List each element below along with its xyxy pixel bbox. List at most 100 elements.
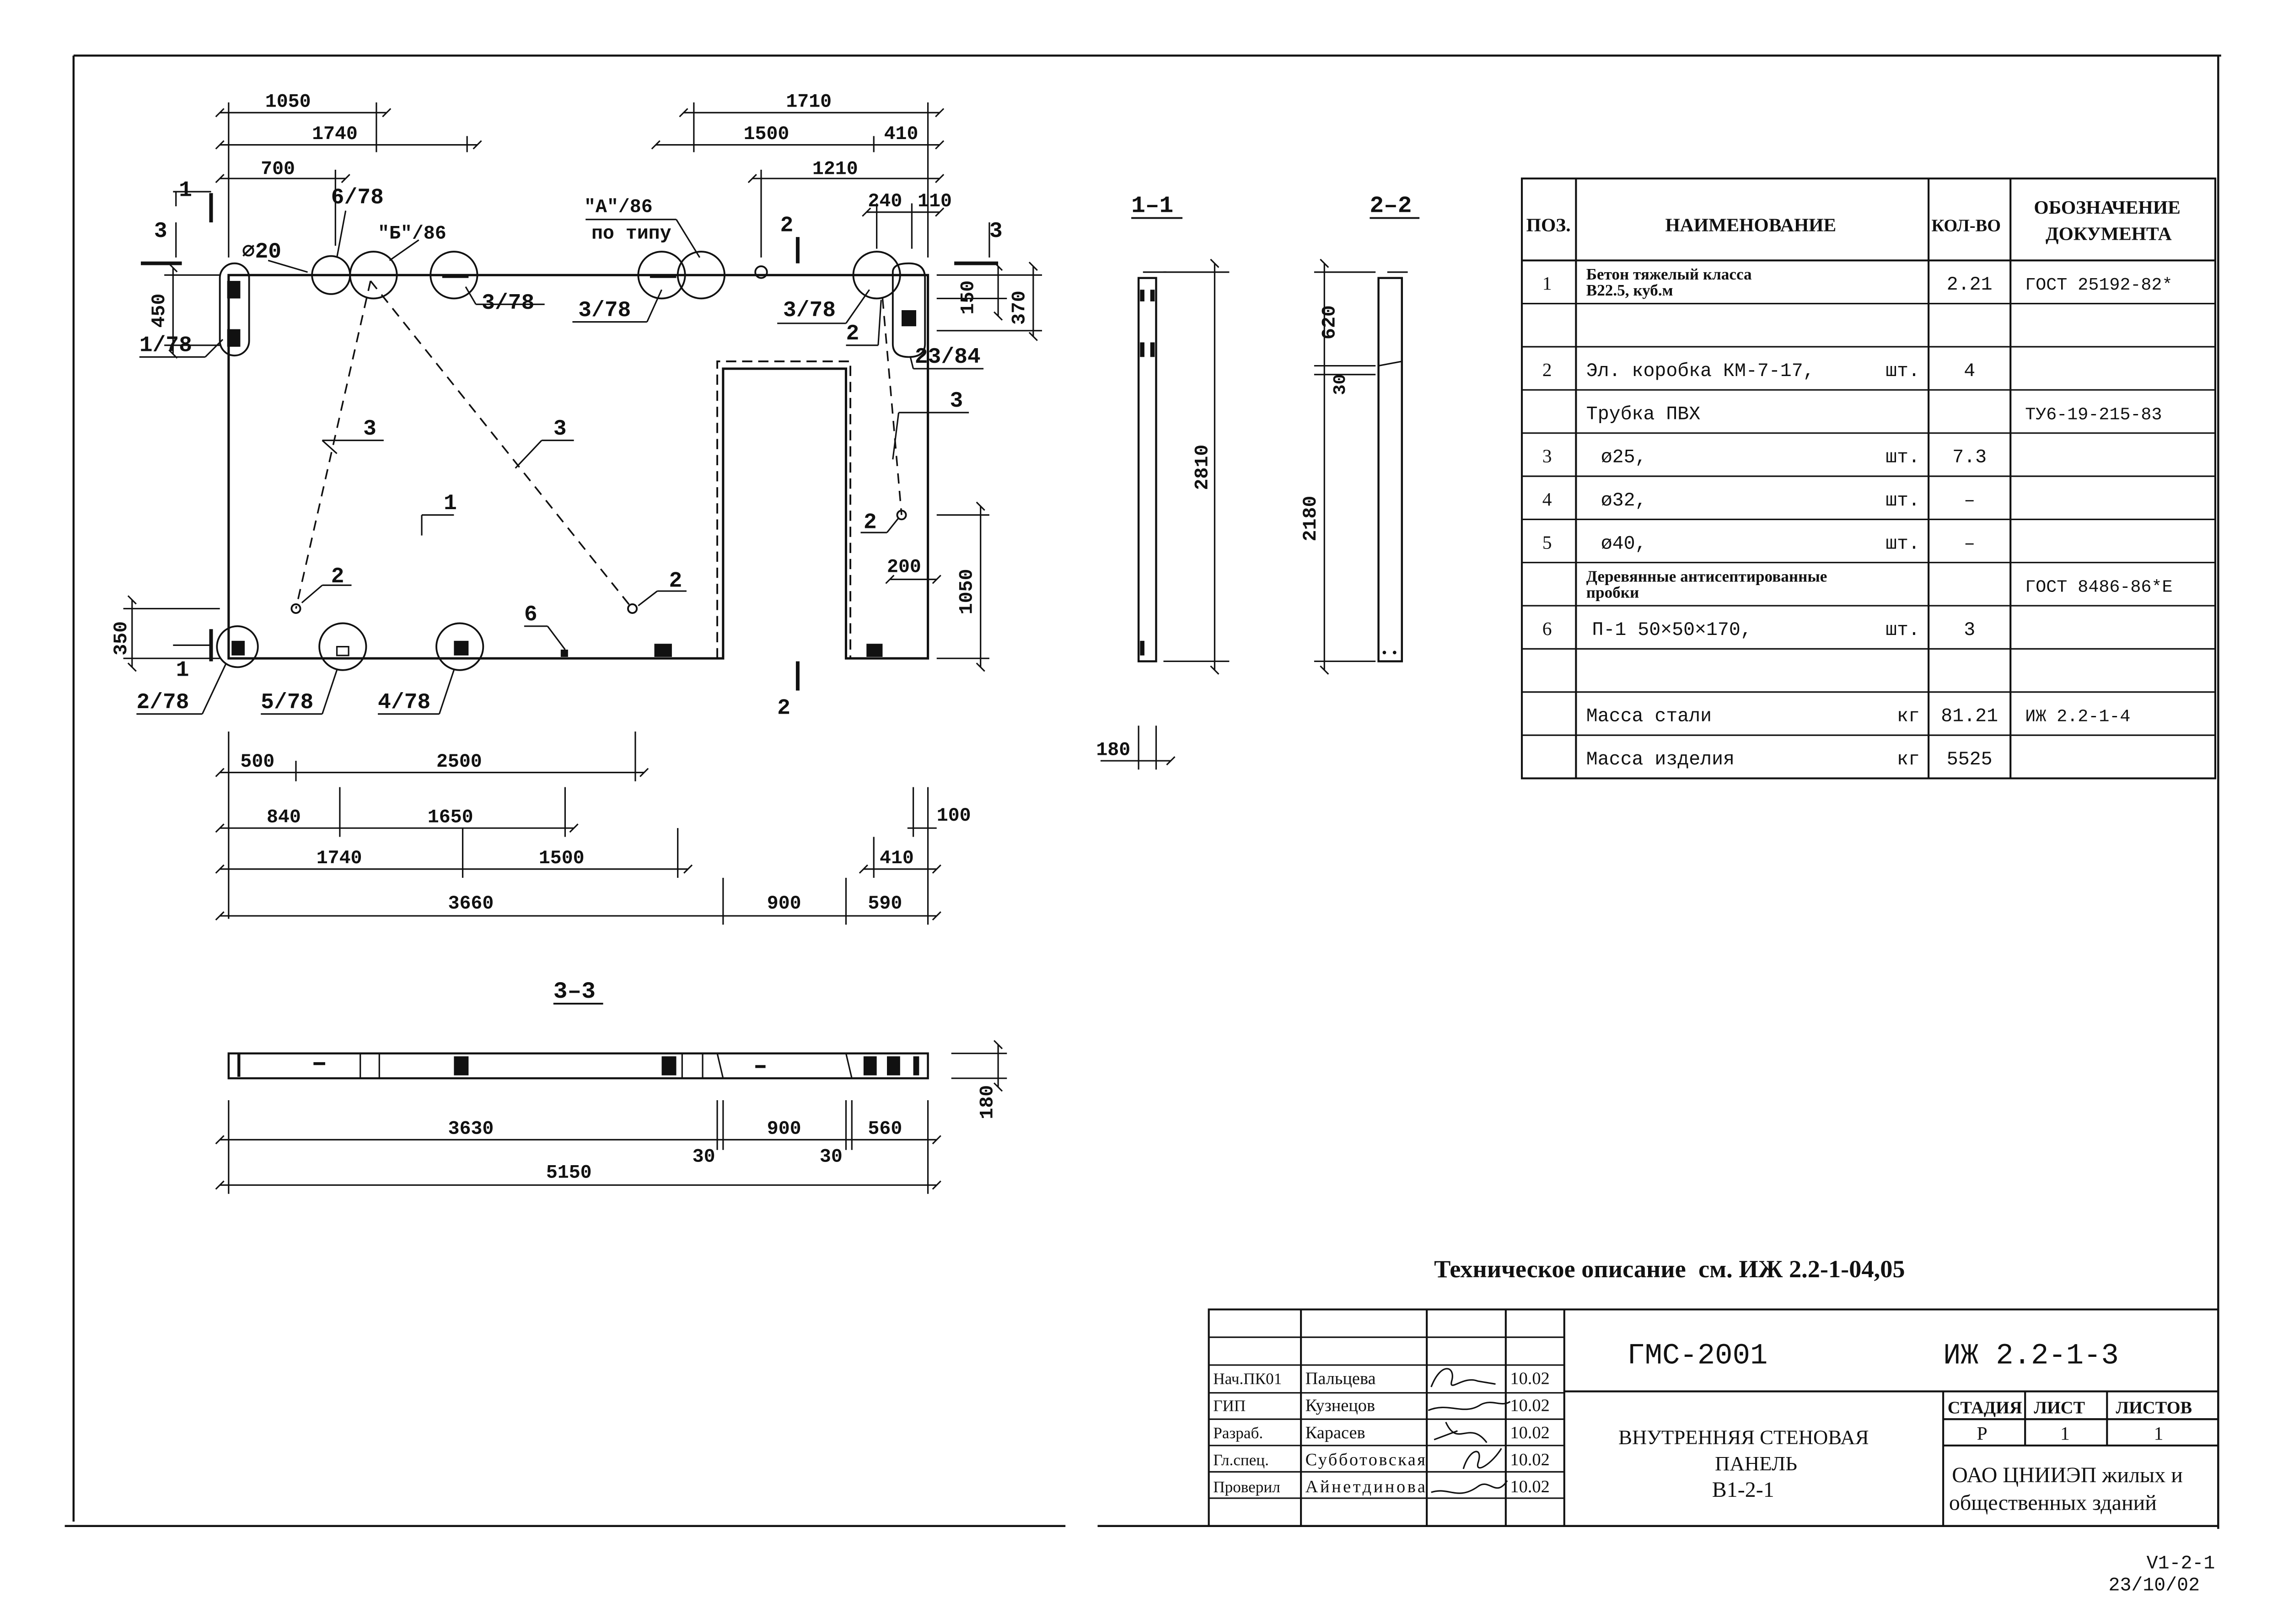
footer-line-1: V1-2-1 — [2147, 1553, 2215, 1574]
dim-150: 150 — [958, 280, 979, 315]
dim-1500: 1500 — [744, 124, 790, 145]
top-dimensions — [215, 102, 945, 258]
label-a-note: по типу — [591, 223, 671, 244]
label-3-78-c: 3/78 — [783, 298, 836, 323]
section-mark-3-left: 3 — [154, 219, 167, 244]
spec-name: Эл. коробка КМ-7-17, — [1586, 360, 1815, 382]
section-1-1-title: 1–1 — [1131, 193, 1173, 220]
spec-name: Масса изделия — [1586, 749, 1735, 770]
spec-unit: шт. — [1885, 533, 1920, 554]
label-phi20: ⌀20 — [242, 240, 281, 264]
dim-1710: 1710 — [786, 91, 832, 113]
spec-unit: шт. — [1885, 619, 1920, 641]
dim-1050-v: 1050 — [956, 569, 978, 614]
spec-qty: – — [1964, 490, 1975, 511]
signer-name: Пальцева — [1305, 1369, 1376, 1388]
dim-590: 590 — [868, 893, 902, 914]
spec-name: ø25, — [1601, 447, 1647, 468]
dim-1650: 1650 — [428, 807, 473, 828]
title-line-2: ПАНЕЛЬ — [1715, 1452, 1797, 1475]
stage-value: Р — [1977, 1423, 1988, 1444]
label-4-78: 4/78 — [378, 690, 430, 715]
section-mark-1-bottom: 1 — [176, 658, 189, 683]
sheets-header: ЛИСТОВ — [2116, 1398, 2192, 1417]
label-1-78: 1/78 — [140, 333, 192, 358]
label-2-78: 2/78 — [136, 690, 189, 715]
label-pos-6: 6 — [524, 602, 537, 627]
dim-240: 240 — [868, 191, 902, 212]
spec-header-name: НАИМЕНОВАНИЕ — [1665, 214, 1836, 235]
label-pos-3b: 3 — [553, 417, 567, 441]
signer-role: Разраб. — [1213, 1424, 1263, 1442]
signer-name: Субботовская — [1305, 1450, 1425, 1469]
tech-note: Техническое описание см. ИЖ 2.2-1-04,05 — [1434, 1255, 1905, 1283]
dim-1740-b: 1740 — [317, 848, 362, 869]
signer-name: Карасев — [1305, 1423, 1365, 1442]
dim-100: 100 — [937, 805, 971, 827]
signer-date: 10.02 — [1510, 1369, 1549, 1388]
dim-180-s33: 180 — [977, 1085, 998, 1119]
title-line-3: В1-2-1 — [1712, 1478, 1774, 1502]
dim-200: 200 — [887, 556, 921, 578]
spec-pos: 5 — [1542, 532, 1552, 553]
leader-lines — [136, 210, 984, 715]
label-pos-2c: 2 — [669, 569, 682, 593]
dim-410-b: 410 — [880, 848, 914, 869]
spec-doc: ГОСТ 25192-82* — [2025, 275, 2172, 295]
label-pos-2d: 2 — [864, 511, 877, 535]
dim-2180: 2180 — [1300, 496, 1321, 542]
signature-marks — [1428, 1368, 1511, 1494]
dim-180-s11: 180 — [1096, 739, 1130, 761]
signer-role: Проверил — [1213, 1478, 1280, 1496]
section-1-1: 1–1 2810 180 — [1096, 193, 1230, 770]
footer-line-2: 23/10/02 — [2109, 1575, 2200, 1596]
document-code: ИЖ 2.2-1-3 — [1943, 1340, 2119, 1373]
dim-620: 620 — [1319, 305, 1341, 339]
spec-qty: 4 — [1964, 360, 1975, 382]
dim-1210: 1210 — [812, 159, 858, 180]
spec-doc: ГОСТ 8486-86*Е — [2025, 577, 2172, 597]
title-block: ГМС-2001 ИЖ 2.2-1-3 ВНУТРЕННЯЯ СТЕНОВАЯ … — [1208, 1308, 2219, 1527]
callout-circles — [216, 251, 926, 671]
spec-name: П-1 50×50×170, — [1592, 619, 1752, 641]
spec-qty: 81.21 — [1941, 706, 1998, 727]
label-a-86: "А"/86 — [584, 197, 653, 218]
signer-date: 10.02 — [1510, 1450, 1549, 1469]
label-23-84: 23/84 — [915, 345, 981, 370]
title-line-1: ВНУТРЕННЯЯ СТЕНОВАЯ — [1618, 1426, 1869, 1449]
spec-table: ПОЗ. НАИМЕНОВАНИЕ КОЛ-ВО ОБОЗНАЧЕНИЕ ДОК… — [1520, 177, 2217, 780]
dim-2810: 2810 — [1192, 445, 1213, 490]
section-mark-1-top: 1 — [179, 178, 192, 203]
label-pos-2a: 2 — [846, 322, 859, 346]
spec-name: ø32, — [1601, 490, 1647, 511]
spec-header-qty: КОЛ-ВО — [1932, 216, 2001, 235]
label-6-78: 6/78 — [331, 186, 384, 210]
signer-name: Кузнецов — [1305, 1396, 1375, 1415]
dim-900-s33: 900 — [767, 1119, 801, 1140]
section-mark-2-top: 2 — [780, 213, 794, 238]
dim-900: 900 — [767, 893, 801, 914]
spec-pos: 1 — [1542, 273, 1552, 294]
dim-700: 700 — [261, 159, 295, 180]
spec-pos: 3 — [1542, 446, 1552, 467]
spec-unit: шт. — [1885, 360, 1920, 382]
spec-header-doc: ОБОЗНАЧЕНИЕ ДОКУМЕНТА — [2034, 197, 2185, 244]
section-2-2-title: 2–2 — [1370, 193, 1412, 220]
spec-name: Масса стали — [1586, 706, 1712, 727]
spec-name: Трубка ПВХ — [1586, 403, 1700, 425]
dim-1500-b: 1500 — [539, 848, 585, 869]
dim-350: 350 — [111, 621, 132, 656]
sheet-frame — [64, 54, 2221, 1529]
